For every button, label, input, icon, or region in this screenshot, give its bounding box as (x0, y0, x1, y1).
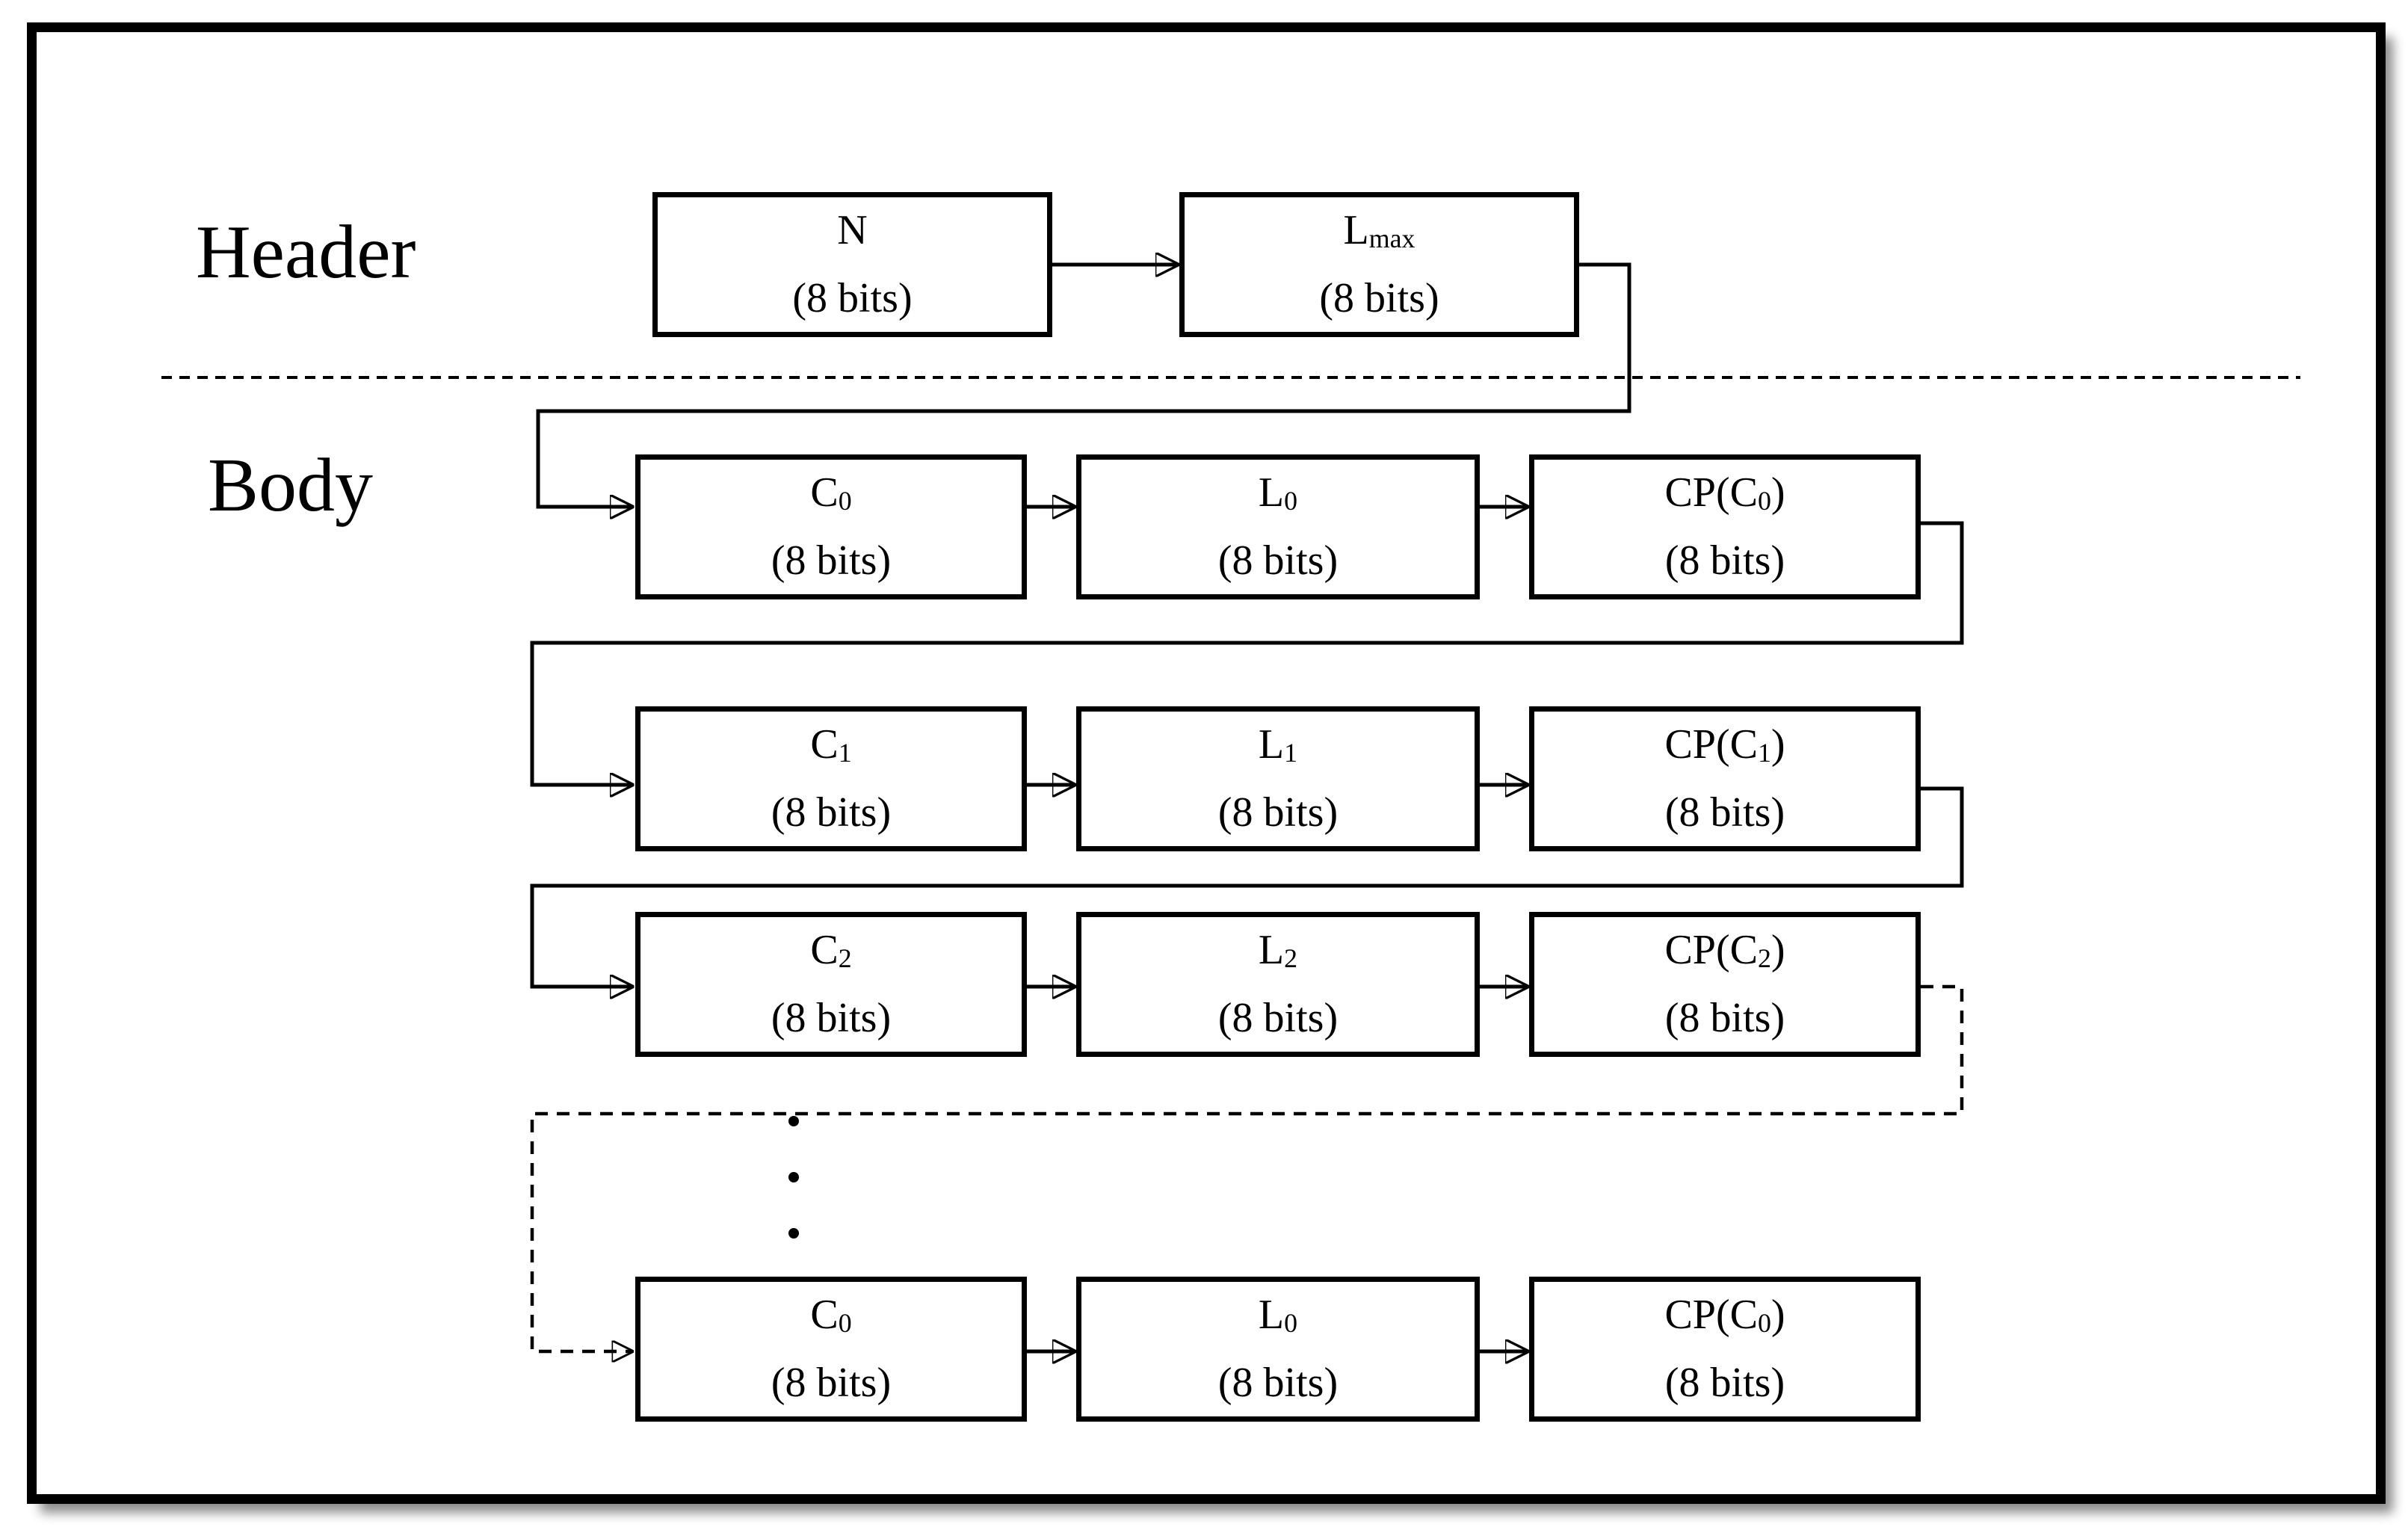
box-row2-cp-c1: CP(C1) (8 bits) (1529, 706, 1921, 851)
field-size: (8 bits) (1217, 1360, 1339, 1406)
field-label: L2 (1258, 927, 1298, 974)
field-label: N (837, 207, 868, 254)
box-row4-c0: C0 (8 bits) (635, 1277, 1027, 1422)
connector-row2-to-row3 (530, 786, 1964, 987)
field-label: Lmax (1343, 207, 1416, 254)
field-size: (8 bits) (1664, 789, 1785, 836)
field-size: (8 bits) (1319, 275, 1439, 321)
box-row4-cp-c0: CP(C0) (8 bits) (1529, 1277, 1921, 1422)
field-size: (8 bits) (1217, 789, 1339, 836)
field-label: CP(C0) (1664, 469, 1785, 516)
field-label: C0 (810, 1292, 852, 1339)
field-label: C2 (810, 927, 852, 974)
box-row1-cp-c0: CP(C0) (8 bits) (1529, 454, 1921, 599)
field-label: C0 (810, 469, 852, 516)
field-size: (8 bits) (1664, 537, 1785, 584)
field-label: CP(C1) (1664, 721, 1785, 768)
connector-row1-to-row2 (530, 521, 1964, 785)
field-size: (8 bits) (1664, 995, 1785, 1041)
box-row4-l0: L0 (8 bits) (1076, 1277, 1480, 1422)
header-section-label: Header (196, 210, 416, 294)
connector-row3-to-last-row-dashed (530, 984, 1964, 1351)
box-row3-l2: L2 (8 bits) (1076, 912, 1480, 1057)
box-row3-cp-c2: CP(C2) (8 bits) (1529, 912, 1921, 1057)
ellipsis-dots (788, 1116, 799, 1239)
field-label: L0 (1258, 1292, 1298, 1339)
box-header-lmax: Lmax (8 bits) (1179, 192, 1579, 337)
field-size: (8 bits) (1217, 995, 1339, 1041)
body-section-label: Body (208, 443, 374, 528)
field-size: (8 bits) (1664, 1360, 1785, 1406)
field-label: L0 (1258, 469, 1298, 516)
connector-header-to-row1 (536, 262, 1631, 507)
field-label: CP(C2) (1664, 927, 1785, 974)
field-label: CP(C0) (1664, 1292, 1785, 1339)
box-row1-c0: C0 (8 bits) (635, 454, 1027, 599)
field-size: (8 bits) (792, 275, 913, 321)
box-header-n: N (8 bits) (652, 192, 1052, 337)
field-size: (8 bits) (771, 1360, 892, 1406)
field-label: C1 (810, 721, 852, 768)
box-row3-c2: C2 (8 bits) (635, 912, 1027, 1057)
field-size: (8 bits) (1217, 537, 1339, 584)
box-row1-l0: L0 (8 bits) (1076, 454, 1480, 599)
box-row2-l1: L1 (8 bits) (1076, 706, 1480, 851)
field-label: L1 (1258, 721, 1298, 768)
field-size: (8 bits) (771, 789, 892, 836)
field-size: (8 bits) (771, 995, 892, 1041)
field-size: (8 bits) (771, 537, 892, 584)
box-row2-c1: C1 (8 bits) (635, 706, 1027, 851)
